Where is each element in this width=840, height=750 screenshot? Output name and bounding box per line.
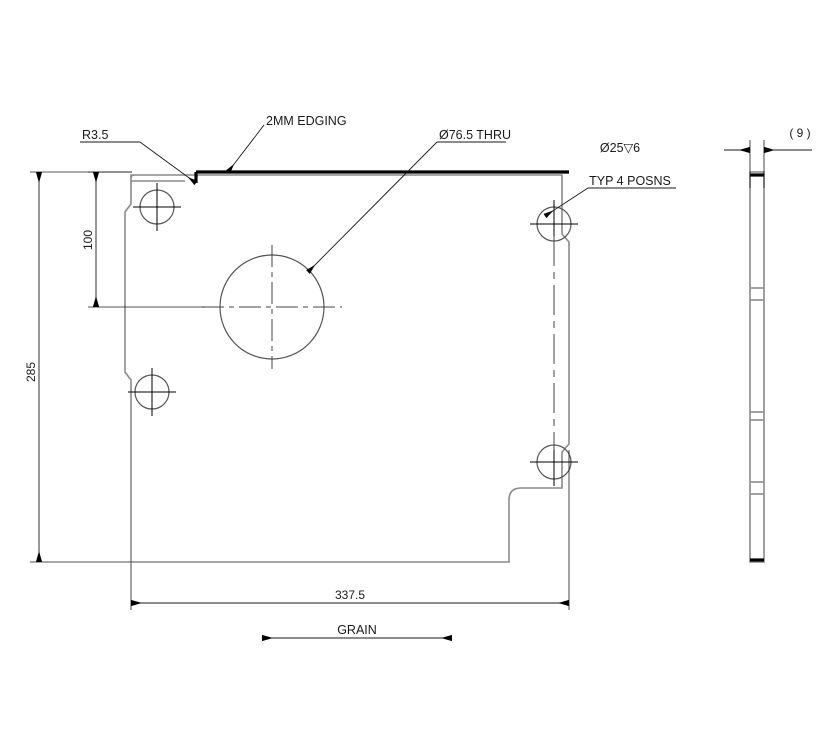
note-corner-radius-label: R3.5	[82, 128, 108, 142]
hole-dowel-top-left	[133, 183, 181, 231]
note-corner-radius: R3.5	[80, 128, 198, 186]
dimension-overall-height: 285	[24, 171, 132, 563]
dimension-thickness-label: ( 9 )	[789, 126, 810, 140]
dimension-overall-height-label: 285	[24, 362, 38, 382]
note-edging-label: 2MM EDGING	[266, 114, 347, 128]
dimension-top-to-centre-label: 100	[81, 230, 95, 250]
dimension-overall-width: 337.5	[130, 450, 570, 610]
grain-direction-indicator: GRAIN	[262, 623, 452, 642]
note-dowel-holes-label-2: TYP 4 POSNS	[589, 174, 671, 188]
note-edging: 2MM EDGING	[225, 114, 347, 174]
side-view-profile	[749, 171, 765, 563]
note-big-hole-label: Ø76.5 THRU	[439, 128, 511, 142]
note-dowel-holes-label-1: Ø25▽6	[600, 141, 640, 155]
dimension-top-to-centre: 100	[81, 171, 205, 308]
front-view-outline	[124, 170, 570, 563]
dimension-thickness: ( 9 )	[724, 126, 812, 188]
grain-label: GRAIN	[337, 623, 377, 637]
hole-big-76-5	[202, 245, 342, 369]
hole-dowel-bottom-left	[128, 368, 176, 416]
dimension-overall-width-label: 337.5	[335, 588, 365, 602]
note-big-hole: Ø76.5 THRU	[306, 128, 511, 274]
note-dowel-holes: Ø25▽6 TYP 4 POSNS	[543, 141, 676, 219]
